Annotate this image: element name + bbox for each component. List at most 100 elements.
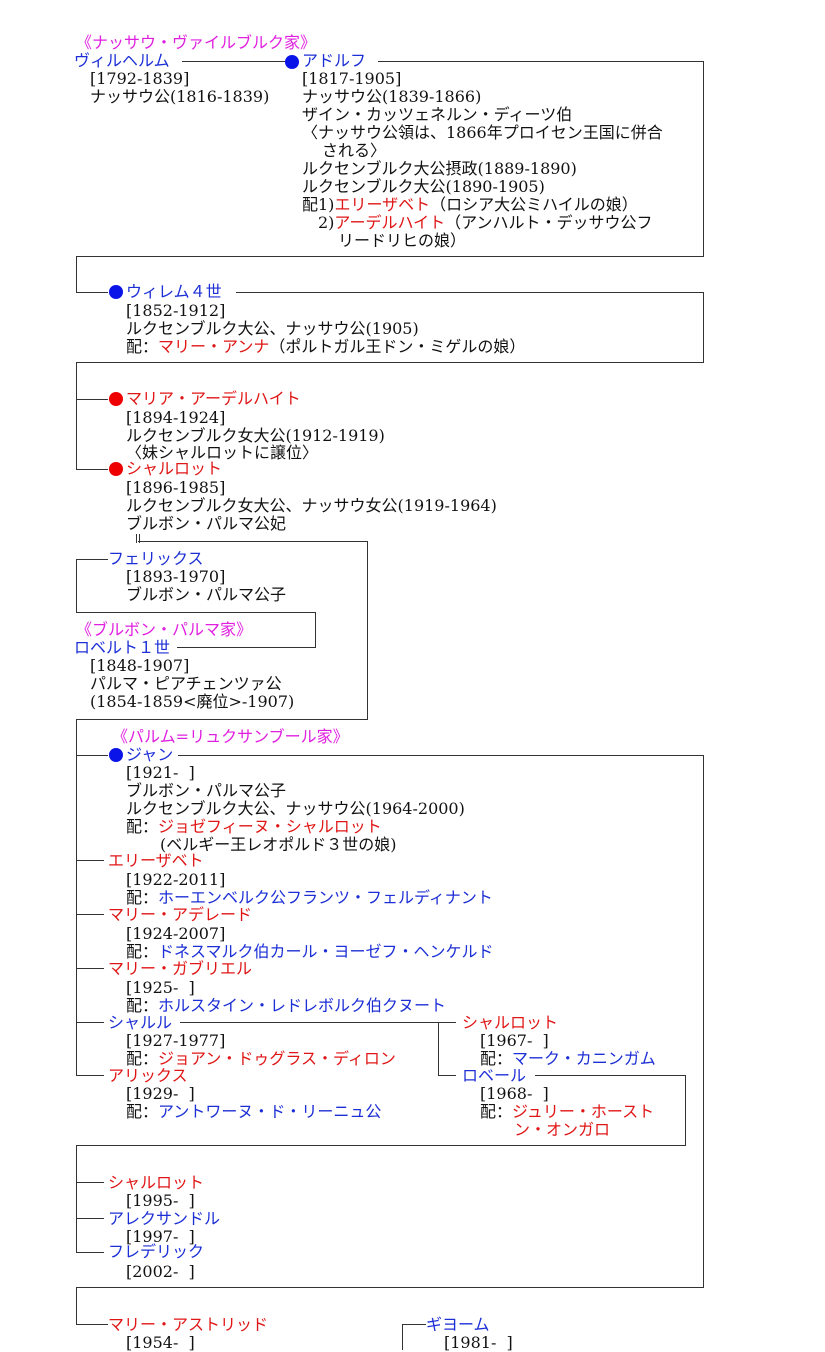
spouse-name-elisabeth[interactable]: エリーザベト (334, 195, 431, 214)
person-name-marie-gabriel[interactable]: マリー・ガブリエル (108, 959, 253, 978)
spouse-name-dillon[interactable]: ジョアン・ドゥグラス・ディロン (158, 1049, 396, 1068)
person-years-adolf: [1817-1905] (302, 69, 402, 88)
link-sisters (76, 399, 108, 470)
person-years-robert1: [1848-1907] (90, 656, 190, 675)
spouse-note-jean: (ベルギー王レオポルド３世の娘) (160, 835, 397, 854)
person-name-charlotte[interactable]: シャルロット (126, 459, 223, 478)
spouse-name-henckel[interactable]: ドネスマルク伯カール・ヨーゼフ・ヘンケルド (158, 942, 494, 961)
house-label-parme: 《パルム=リュクサンブール家》 (112, 727, 349, 746)
link-felix-parent (76, 559, 316, 648)
spouse-name-ligne[interactable]: アントワーヌ・ド・リーニュ公 (158, 1102, 382, 1121)
person-name-charlotte-1967[interactable]: シャルロット (462, 1013, 559, 1032)
person-title-willem4: ルクセンブルク大公、ナッサウ公(1905) (126, 319, 419, 338)
person-years-alix: [1929- ] (126, 1084, 195, 1103)
spouse-name-marie-anna[interactable]: マリー・アンナ (158, 337, 270, 356)
person-years-felix: [1893-1970] (126, 567, 226, 586)
person-name-alexandre[interactable]: アレクサンドル (108, 1209, 221, 1228)
spouse-prefix: 配： (126, 942, 159, 961)
spouse-prefix: 配： (480, 1049, 513, 1068)
person-years-maria-adelheid: [1894-1924] (126, 408, 226, 427)
person-name-charlotte-1995[interactable]: シャルロット (108, 1173, 205, 1192)
reigning-dot-jean (109, 748, 123, 762)
person-note-maria-adelheid: 〈妹シャルロットに譲位〉 (126, 443, 319, 462)
person-note-adolf-1: 〈ナッサウ公領は、1866年プロイセン王国に併合 (302, 123, 663, 142)
spouse-line-jean: 配：ジョゼフィーヌ・シャルロット (126, 818, 382, 836)
house-label-bourbon-parma: 《ブルボン・パルマ家》 (76, 620, 253, 639)
person-name-marie-astrid[interactable]: マリー・アストリッド (108, 1315, 269, 1334)
link-guillaume (402, 1324, 426, 1350)
spouse-prefix: 配： (126, 337, 159, 356)
person-name-frederik[interactable]: フレデリック (108, 1242, 205, 1261)
person-years-charlotte: [1896-1985] (126, 478, 226, 497)
charles-children-trunk (438, 1022, 456, 1076)
spouse-line-charlotte-1967: 配：マーク・カニンガム (480, 1050, 656, 1068)
person-name-charles[interactable]: シャルル (108, 1013, 173, 1032)
person-name-felix[interactable]: フェリックス (108, 549, 204, 568)
person-name-maria-adelheid[interactable]: マリア・アーデルハイト (126, 389, 301, 408)
person-years-marie-astrid: [1954- ] (126, 1333, 195, 1352)
person-title-jean-2: ルクセンブルク大公、ナッサウ公(1964-2000) (126, 799, 465, 818)
person-title-maria-adelheid: ルクセンブルク女大公(1912-1919) (126, 426, 385, 445)
spouse-note: （ロシア大公ミハイルの娘） (430, 195, 638, 214)
person-title-adolf-2: ザイン・カッツェネルン・ディーツ伯 (302, 105, 573, 124)
person-title-adolf-1: ナッサウ公(1839-1866) (302, 87, 482, 106)
person-title-charlotte-2: ブルボン・パルマ公妃 (126, 514, 287, 533)
reigning-dot-maria-adelheid (109, 392, 123, 406)
person-years-charles: [1927-1977] (126, 1031, 226, 1050)
spouse-prefix: 配： (126, 1049, 159, 1068)
person-name-wilhelm[interactable]: ヴィルヘルム (74, 51, 170, 70)
spouse-line-charles: 配：ジョアン・ドゥグラス・ディロン (126, 1050, 396, 1068)
person-name-adolf[interactable]: アドルフ (302, 51, 367, 70)
person-years-marie-gabriel: [1925- ] (126, 978, 195, 997)
person-name-robert1[interactable]: ロベルト１世 (74, 638, 171, 657)
box-adolf (76, 61, 704, 293)
spouse-note: （アンハルト・デッサウ公フ (445, 213, 653, 232)
person-name-elisabeth[interactable]: エリーザベト (108, 851, 204, 870)
spouse-line-marie-gabriel: 配：ホルスタイン・レドレボルク伯クヌート (126, 997, 446, 1015)
spouse-name-cunningham[interactable]: マーク・カニンガム (512, 1049, 656, 1068)
person-years-robert-1968: [1968- ] (480, 1084, 549, 1103)
box-felix (76, 541, 368, 756)
person-name-jean[interactable]: ジャン (126, 745, 174, 764)
person-name-alix[interactable]: アリックス (108, 1066, 188, 1085)
spouse-line-adolf-2: 2)アーデルハイト（アンハルト・デッサウ公フ (318, 214, 653, 232)
spouse-name-ongaro-2[interactable]: ン・オンガロ (514, 1120, 611, 1139)
spouse-line-marie-adelaide: 配：ドネスマルク伯カール・ヨーゼフ・ヘンケルド (126, 943, 494, 961)
spouse-line-willem4: 配：マリー・アンナ（ポルトガル王ドン・ミゲルの娘） (126, 338, 525, 356)
person-title-adolf-4: ルクセンブルク大公(1890-1905) (302, 177, 545, 196)
person-years-willem4: [1852-1912] (126, 301, 226, 320)
person-reign-robert1: (1854-1859<廃位>-1907) (90, 692, 295, 711)
spouse-prefix: 配： (126, 817, 159, 836)
person-title-jean-1: ブルボン・パルマ公子 (126, 781, 287, 800)
person-name-willem4[interactable]: ウィレム４世 (126, 282, 222, 301)
person-years-guillaume: [1981- ] (444, 1333, 513, 1352)
person-years-frederik: [2002- ] (126, 1262, 195, 1281)
person-title-charlotte: ルクセンブルク女大公、ナッサウ女公(1919-1964) (126, 496, 497, 515)
spouse-name-josephine-charlotte[interactable]: ジョゼフィーヌ・シャルロット (158, 817, 382, 836)
spouse-name-hohenberg[interactable]: ホーエンベルク公フランツ・フェルディナント (158, 888, 493, 907)
spouse-line-alix: 配：アントワーヌ・ド・リーニュ公 (126, 1103, 381, 1121)
person-years-charlotte-1967: [1967- ] (480, 1031, 549, 1050)
person-name-marie-adelaide[interactable]: マリー・アデレード (108, 905, 253, 924)
reigning-dot-willem4 (109, 285, 123, 299)
spouse-name-ongaro[interactable]: ジュリー・ホースト (512, 1102, 655, 1121)
person-name-guillaume[interactable]: ギヨーム (426, 1315, 490, 1334)
person-years-wilhelm: [1792-1839] (90, 69, 190, 88)
spouse-prefix: 配： (126, 996, 159, 1015)
box-willem4 (76, 292, 704, 400)
box-robert (76, 1075, 686, 1253)
person-years-elisabeth: [1922-2011] (126, 870, 226, 889)
person-years-alexandre: [1997- ] (126, 1227, 195, 1246)
spouse-prefix: 配： (126, 1102, 159, 1121)
spouse-name-holstein[interactable]: ホルスタイン・レドレボルク伯クヌート (158, 996, 447, 1015)
spouse-prefix: 配： (480, 1102, 513, 1121)
person-title-felix: ブルボン・パルマ公子 (126, 585, 287, 604)
reigning-dot-adolf (285, 55, 299, 69)
person-name-robert-1968[interactable]: ロベール (462, 1066, 527, 1085)
house-label-nassau: 《ナッサウ・ヴァイルブルク家》 (76, 33, 317, 52)
spouse-line-elisabeth: 配：ホーエンベルク公フランツ・フェルディナント (126, 889, 493, 907)
spouse-name-adelheid[interactable]: アーデルハイト (334, 213, 446, 232)
person-years-charlotte-1995: [1995- ] (126, 1191, 195, 1210)
